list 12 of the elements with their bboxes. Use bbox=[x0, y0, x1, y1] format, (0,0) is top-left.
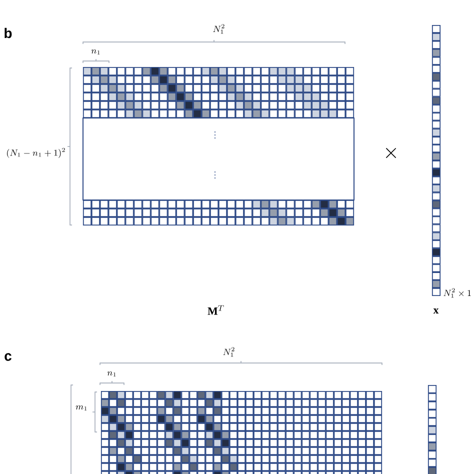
dimension-label: $(N_1-n_1+1)^2$ bbox=[7, 148, 65, 158]
vector-label: $\mathbf{x}$ bbox=[433, 308, 439, 314]
dimension-label: $n_1$ bbox=[91, 49, 100, 54]
multiplication-sign: $\times$ bbox=[386, 148, 396, 158]
dimension-label: $n_1$ bbox=[107, 371, 116, 376]
matrix-label: $\mathbf{M}^T$ bbox=[208, 305, 224, 315]
dimension-label: $m_1$ bbox=[76, 405, 87, 410]
panel-letter: c bbox=[4, 353, 12, 361]
dimension-label: $N_1^2\times 1$ bbox=[444, 288, 471, 298]
dimension-label: $N_1^2$ bbox=[223, 347, 234, 357]
panel-letter: b bbox=[4, 28, 12, 38]
dimension-label: $N_1^2$ bbox=[213, 24, 224, 34]
